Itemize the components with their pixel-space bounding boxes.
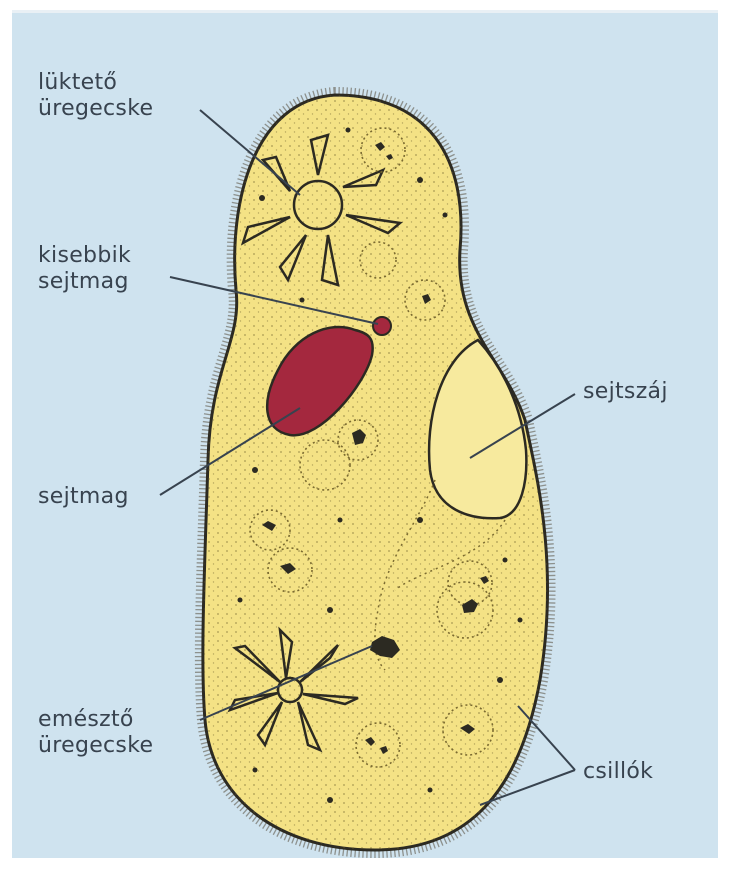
label-contractile-vacuole: lüktető üregecske [38, 70, 153, 122]
label-cilia: csillók [583, 759, 653, 785]
micronucleus [373, 317, 391, 335]
label-macronucleus: sejtmag [38, 484, 129, 510]
label-micronucleus: kisebbik sejtmag [38, 243, 131, 295]
label-oral-groove: sejtszáj [583, 379, 668, 405]
label-food-vacuole: emésztő üregecske [38, 707, 153, 759]
